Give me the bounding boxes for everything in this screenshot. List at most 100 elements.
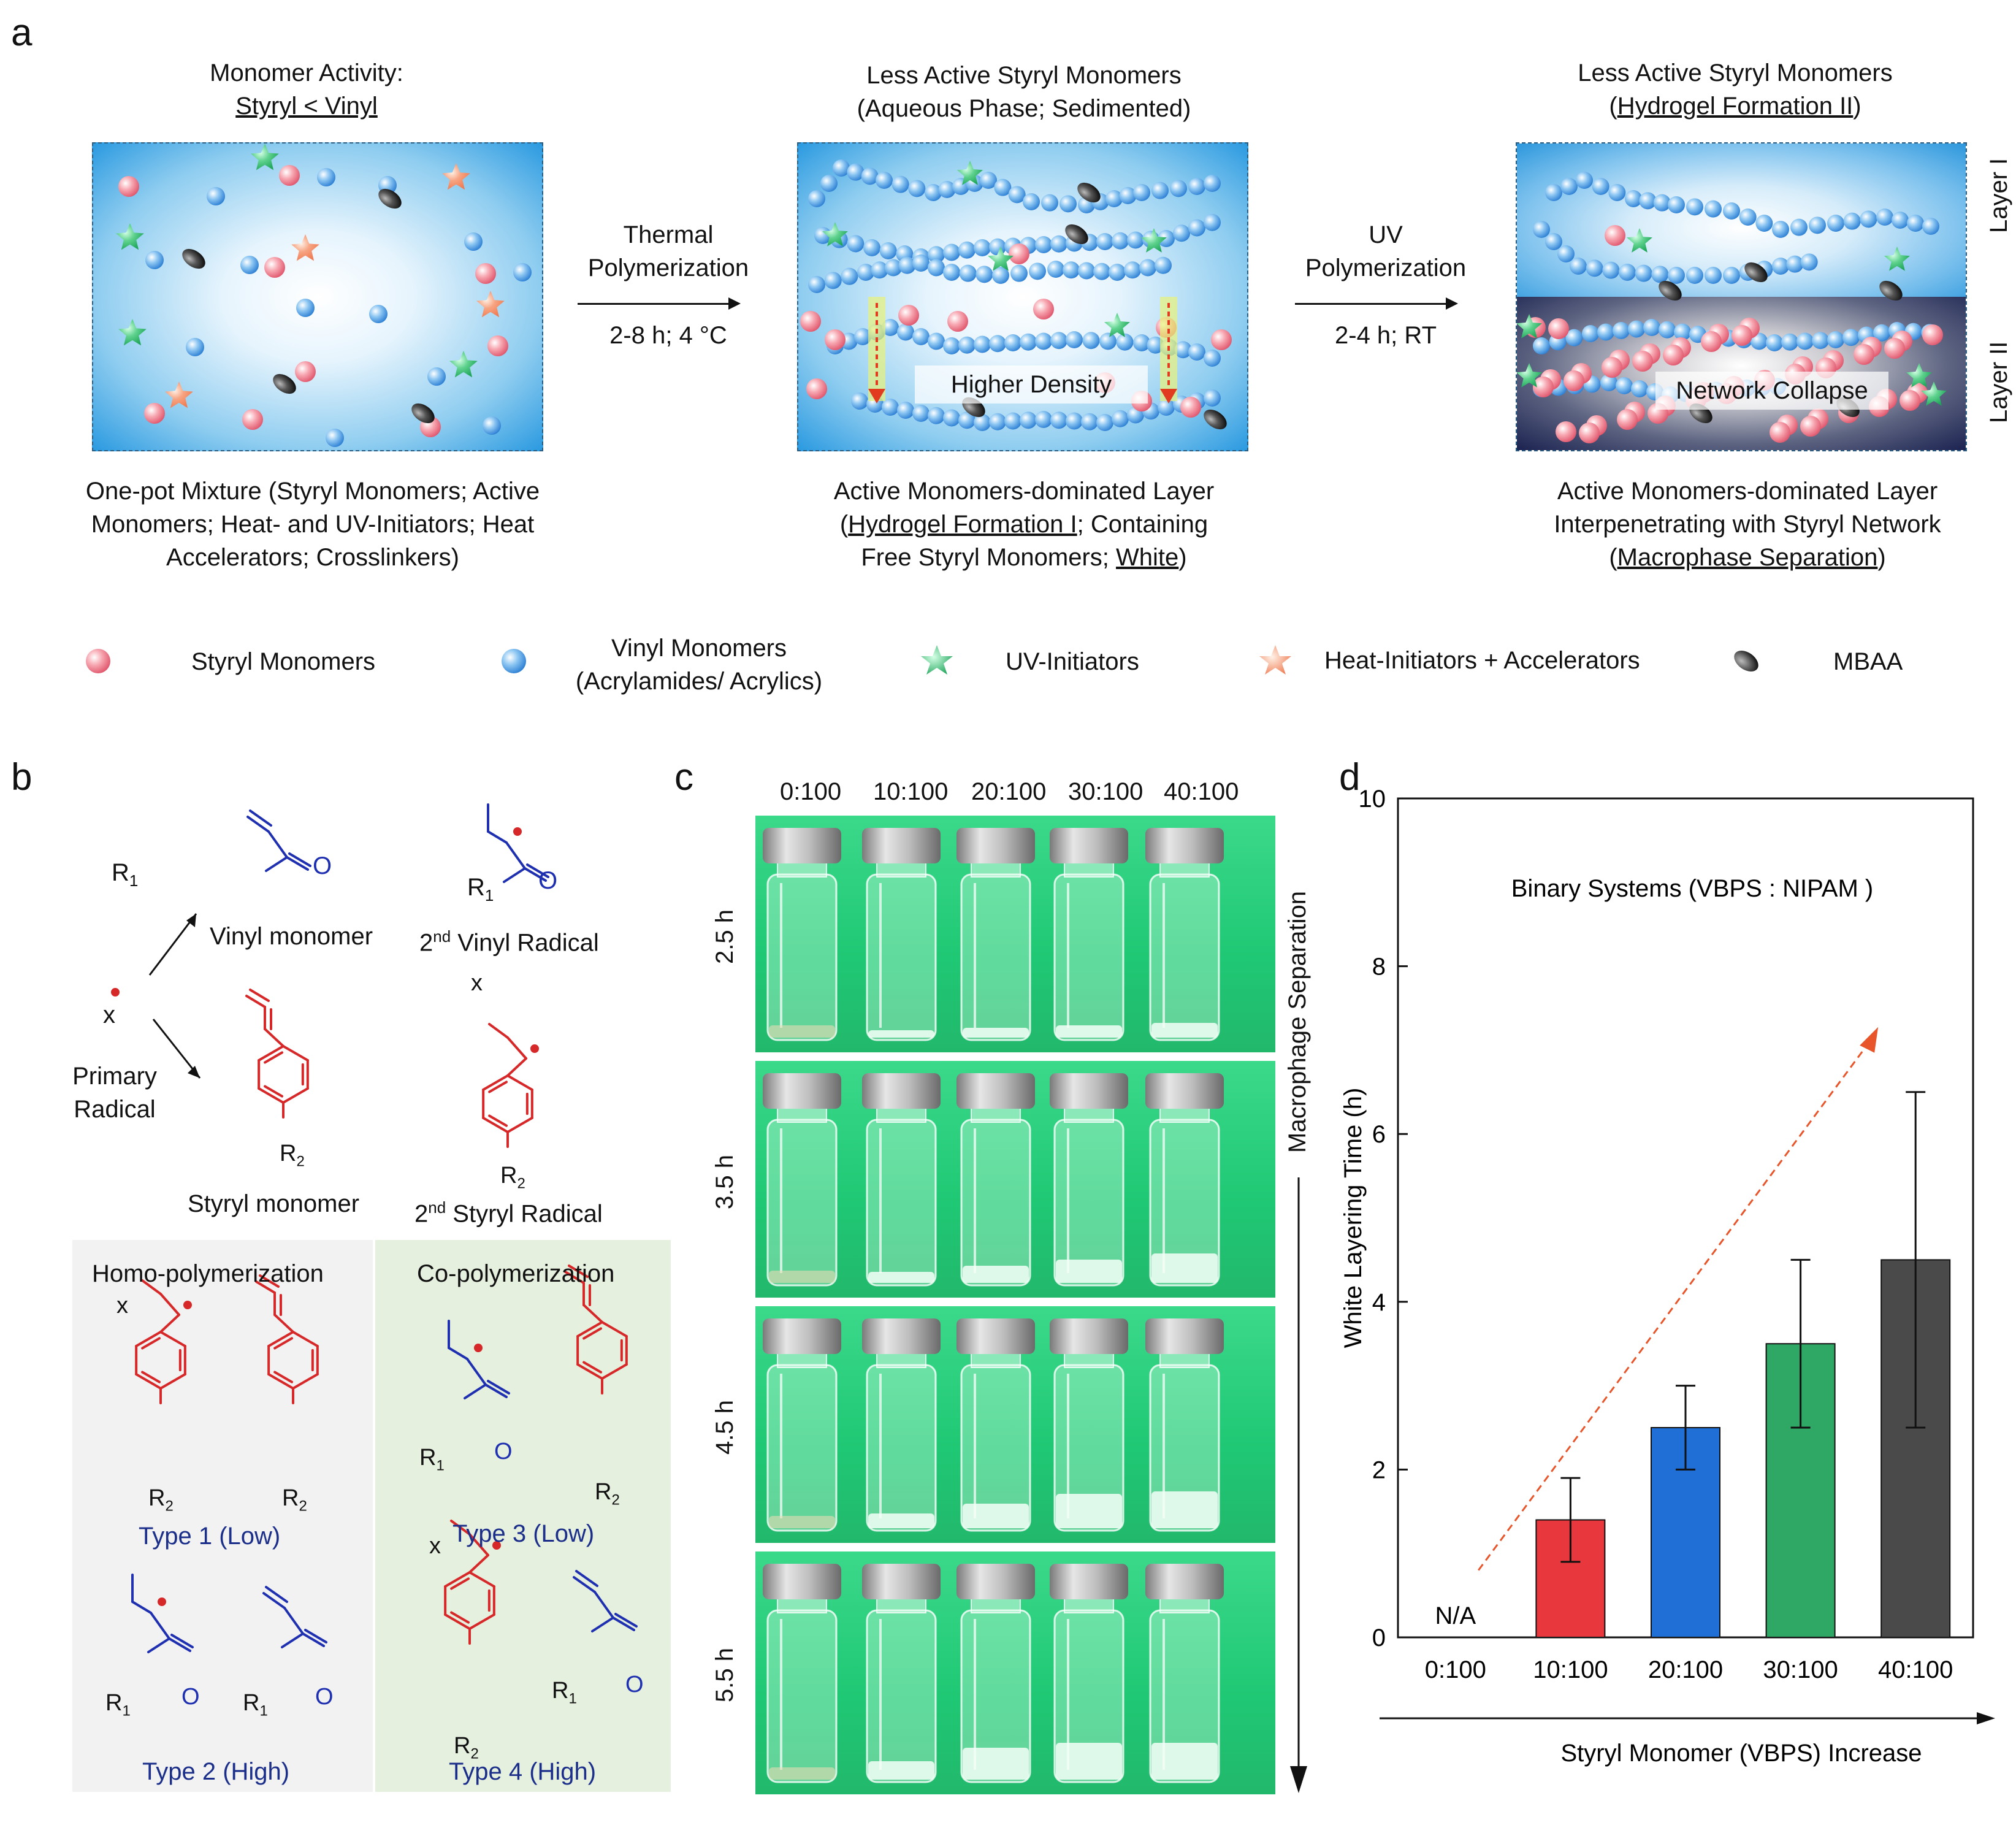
bond [594, 1591, 614, 1619]
vinyl-chain-bead [1781, 333, 1798, 351]
styryl-radical-text: Styryl Radical [446, 1200, 603, 1228]
vinyl-chain-bead [820, 175, 838, 192]
bond [488, 1114, 508, 1127]
vinyl-chain-bead [1628, 320, 1645, 338]
uv-initiator [1517, 363, 1542, 388]
homo-label: Homo-polymerization [92, 1260, 324, 1287]
styryl-bead [1770, 422, 1790, 443]
white-layer [868, 1030, 934, 1038]
arrow1-line2: Polymerization [587, 254, 749, 281]
clear-base [769, 1025, 835, 1038]
time-label-3: 4.5 h [711, 1400, 738, 1482]
layer2-label: Layer II [1985, 342, 2012, 448]
vial-body [766, 1364, 838, 1532]
bond [487, 1380, 510, 1395]
vinyl-chain-bead [1188, 178, 1205, 195]
vinyl-chain-bead [1099, 332, 1117, 350]
r2-t3-sub: 2 [611, 1491, 620, 1509]
vinyl-chain-bead [1066, 412, 1083, 430]
white-layer [1151, 1491, 1218, 1528]
vinyl-chain-bead [857, 264, 874, 281]
y-tick-label: 8 [1372, 954, 1386, 981]
white-layer [963, 1028, 1029, 1038]
vinyl-chain-bead [912, 405, 930, 422]
uv-initiator [1921, 381, 1947, 406]
vinyl-chain-bead [1029, 262, 1046, 280]
styryl-monomer-label: Styryl monomer [188, 1190, 360, 1217]
type2-label: Type 2 (High) [142, 1758, 290, 1785]
styryl-monomer [475, 263, 496, 284]
r2-type1b: R2 [282, 1483, 307, 1522]
styryl-bead [1605, 225, 1625, 246]
legend-vinyl-icon [502, 649, 526, 673]
col2-caption-line1: Active Monomers-dominated Layer [833, 478, 1215, 505]
vinyl-chain-bead [1010, 264, 1028, 282]
r1-t2a: R [105, 1690, 123, 1716]
legend-uv-label: UV-Initiators [1006, 648, 1139, 675]
layer2-text: Layer II [1985, 341, 2012, 423]
bond [265, 856, 288, 872]
vinyl-chain-bead [1576, 172, 1593, 189]
bond [245, 995, 266, 1008]
r2-styryl-radical: R2 [500, 1160, 525, 1199]
vinyl-chain-bead [1892, 212, 1909, 229]
arrow1-line1: Thermal [623, 221, 714, 248]
styryl-monomer [947, 311, 968, 332]
vinyl-chain-bead [980, 172, 997, 189]
vinyl-chain-bead [854, 328, 871, 345]
bond [487, 830, 508, 844]
vinyl-chain-bead [1158, 230, 1175, 247]
bond [450, 1577, 470, 1590]
vinyl-chain-bead [1096, 414, 1113, 431]
chart-title: Binary Systems (VBPS : NIPAM ) [1511, 875, 1874, 902]
time-label-2: 3.5 h [711, 1155, 738, 1236]
vinyl-monomer [207, 187, 225, 205]
x-tick-label: 0:100 [1425, 1656, 1486, 1683]
vinyl-chain-bead [871, 261, 888, 279]
vinyl-chain-bead [1772, 221, 1789, 238]
arrow1-label: Thermal Polymerization [564, 218, 773, 285]
bond [292, 1331, 319, 1347]
bond [288, 852, 311, 867]
bond [582, 1361, 603, 1374]
r2-sub-2: 2 [517, 1175, 525, 1192]
bond [135, 1373, 162, 1390]
col3-caption-line1: Active Monomers-dominated Layer [1557, 478, 1938, 505]
bond [150, 1612, 170, 1640]
vials-row3-graphic [763, 1318, 1224, 1532]
vinyl-chain-bead [1066, 331, 1083, 348]
vial-cap [862, 1318, 941, 1354]
vinyl-chain-bead [958, 336, 976, 354]
vinyl-chain-bead [925, 184, 942, 201]
vinyl-chain-bead [958, 241, 976, 259]
thermal-arrow [578, 297, 741, 310]
r1-t3: R [419, 1445, 437, 1471]
mixture-panel [92, 142, 543, 451]
heat-initiator [476, 291, 505, 318]
white-layer [1056, 1260, 1122, 1283]
vinyl-chain-bead [1860, 210, 1877, 228]
r2-type4: R2 [454, 1731, 479, 1770]
type3-label: Type 3 (Low) [452, 1520, 595, 1547]
mbaa-crosslinker [378, 188, 402, 209]
vinyl-chain-bead [1116, 333, 1134, 351]
bond [582, 1304, 603, 1323]
vinyl-chain-bead [1004, 334, 1021, 351]
arrow2-label: UV Polymerization [1281, 218, 1490, 285]
vinyl-chain-bead [1124, 261, 1141, 279]
white-layer [1056, 1025, 1122, 1038]
bond [273, 1314, 294, 1333]
styryl-monomer [118, 176, 139, 197]
mbaa-crosslinker [411, 403, 435, 424]
bond [265, 1586, 288, 1603]
vinyl-chain-bead [1873, 324, 1890, 342]
separated-panel: Network Collapse [1516, 142, 1967, 451]
arrow2-line2: Polymerization [1305, 254, 1467, 281]
vinyl-chain-bead [1560, 178, 1578, 195]
styryl-bead [1548, 318, 1569, 339]
legend-vinyl-line1: Vinyl Monomers [611, 635, 787, 662]
vial-cap [862, 828, 941, 863]
mbaa-crosslinker [1204, 409, 1227, 430]
col3-cap3-underlined: Macrophase Separation [1617, 544, 1878, 571]
